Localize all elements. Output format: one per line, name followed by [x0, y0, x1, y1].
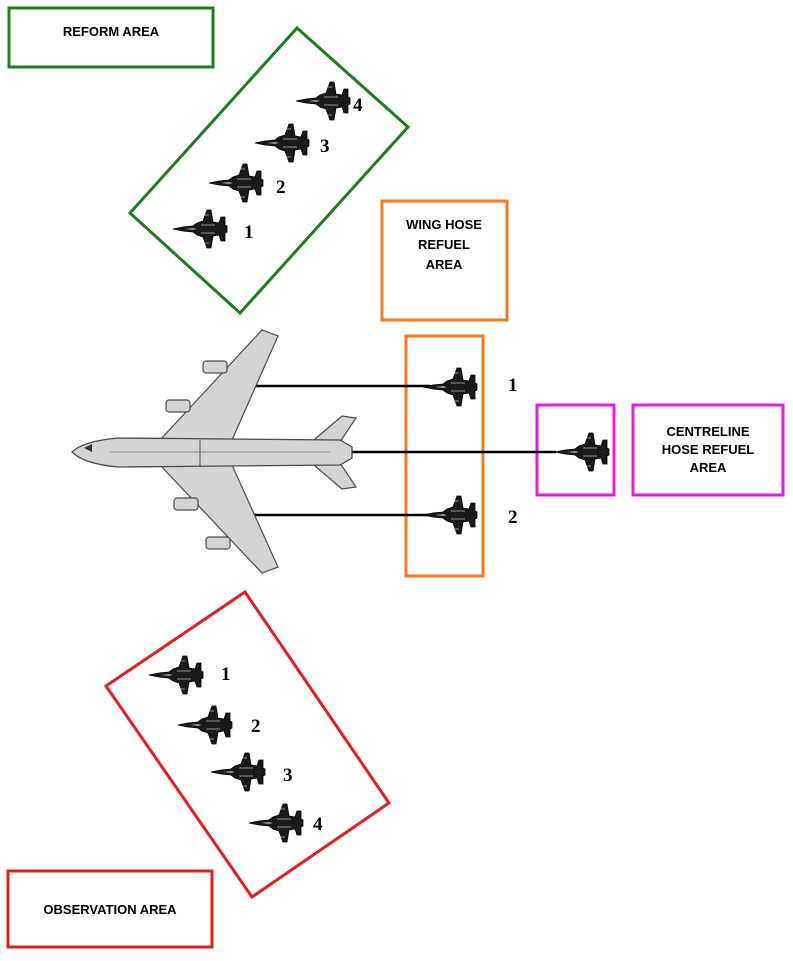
reform-jet-number: 2: [276, 177, 286, 198]
tanker-aircraft-icon: [71, 329, 358, 574]
reform-zone: [127, 25, 411, 316]
observation-area-label: OBSERVATION AREA: [43, 902, 177, 917]
centreline-zone: [535, 403, 616, 497]
wing-hose-zone: [404, 334, 485, 578]
wing-jet-number: 1: [508, 375, 518, 396]
reform-area-label: REFORM AREA: [63, 24, 160, 39]
fighter-jet-icon: [254, 123, 310, 163]
observation-jet-number: 1: [221, 664, 231, 685]
observation-jet-number: 3: [283, 765, 293, 786]
wing-hose-label-line3: AREA: [426, 257, 463, 272]
observation-area-label-box: OBSERVATION AREA: [6, 869, 214, 949]
fighter-jet-icon: [554, 432, 610, 472]
fighter-jet-icon: [295, 81, 351, 121]
fighter-jet-icon: [248, 803, 304, 843]
observation-area-box: [6, 869, 214, 949]
reform-area-box: [7, 6, 215, 69]
wing-hose-label-box: WING HOSE REFUEL AREA: [380, 199, 509, 322]
reform-jet-number: 3: [320, 136, 330, 157]
observation-jet-number: 4: [313, 814, 323, 835]
centreline-label-line1: CENTRELINE: [666, 424, 749, 439]
wing-hose-label-line2: REFUEL: [418, 237, 470, 252]
fighter-jet-icon: [177, 705, 233, 745]
fighter-jet-icon: [208, 163, 264, 203]
fighter-jet-icon: [422, 495, 478, 535]
fighter-jet-icon: [148, 655, 204, 695]
reform-jet-number: 1: [244, 222, 254, 243]
centreline-label-frame: [631, 403, 785, 497]
reform-area-label-box: REFORM AREA: [7, 6, 215, 69]
wing-jet-number: 2: [508, 507, 518, 528]
centreline-label-box: CENTRELINE HOSE REFUEL AREA: [631, 403, 785, 497]
fighter-jet-icon: [172, 209, 228, 249]
observation-jet-number: 2: [251, 716, 261, 737]
centreline-label-line3: AREA: [690, 460, 727, 475]
fighter-jet-icon: [210, 752, 266, 792]
wing-hose-label-line1: WING HOSE: [406, 217, 482, 232]
centreline-label-line2: HOSE REFUEL: [662, 442, 755, 457]
wing-hose-label-frame: [380, 199, 509, 322]
reform-jet-number: 4: [353, 95, 363, 116]
fighter-jet-icon: [422, 367, 478, 407]
observation-zone: [103, 589, 392, 900]
